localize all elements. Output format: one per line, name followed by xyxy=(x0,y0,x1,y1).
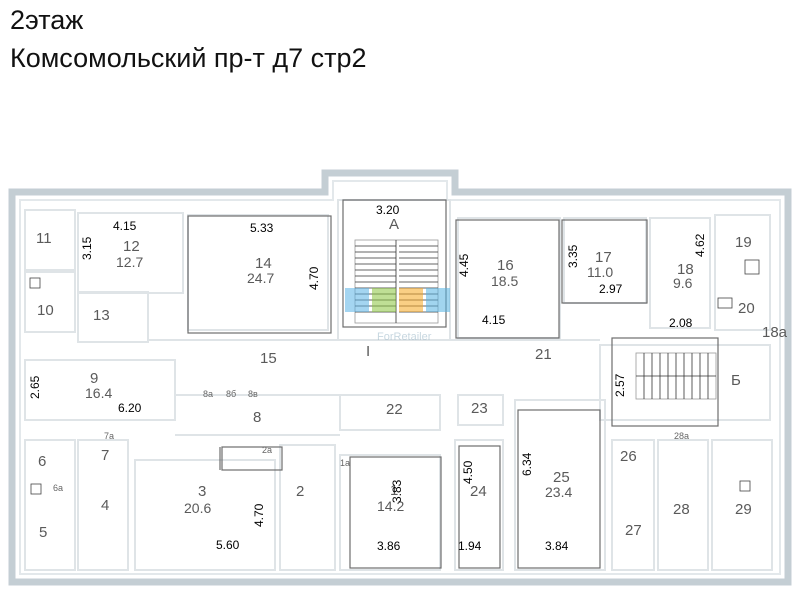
address-title: Комсомольский пр-т д7 стр2 xyxy=(10,43,367,73)
room-6-label: 6 xyxy=(38,453,46,470)
dim-room18-height: 4.62 xyxy=(693,233,707,257)
room-8a-label: 8а xyxy=(203,389,213,399)
room-7a-label: 7а xyxy=(104,431,114,441)
room-12-label: 12 xyxy=(123,238,140,255)
watermark-logo: ForRetailer xyxy=(345,288,450,343)
room-12-area: 12.7 xyxy=(116,254,143,270)
dimension-labels: 4.15 5.33 3.20 4.15 2.97 2.08 6.20 5.60 … xyxy=(113,203,693,553)
room-26-label: 26 xyxy=(620,448,637,465)
room-15-label: 15 xyxy=(260,350,277,367)
room-2a-label: 2а xyxy=(262,445,272,455)
dim-room16-height: 4.45 xyxy=(457,253,471,277)
watermark-cake-tile xyxy=(399,288,423,312)
room-17-area: 11.0 xyxy=(587,264,613,280)
dim-room12-width: 4.15 xyxy=(113,219,137,233)
dim-room14-width: 5.33 xyxy=(250,221,274,235)
room-28-label: 28 xyxy=(673,501,690,518)
room-18-label: 18 xyxy=(677,261,694,278)
room-29-label: 29 xyxy=(735,501,752,518)
dim-room3-width: 5.60 xyxy=(216,538,240,552)
dim-room1-height: 3.83 xyxy=(390,479,404,503)
room-21-label: 21 xyxy=(535,346,552,363)
room-5-label: 5 xyxy=(39,524,47,541)
dim-room18-width: 2.08 xyxy=(669,316,693,330)
watermark-hanger-tile xyxy=(426,288,450,312)
room-2-label: 2 xyxy=(296,483,304,500)
outer-walls xyxy=(8,169,792,586)
dimension-labels-vertical: 3.15 4.70 4.45 3.35 4.62 2.65 2.57 4.50 … xyxy=(28,233,707,527)
room-10-label: 10 xyxy=(37,302,54,319)
room-20-label: 20 xyxy=(738,300,755,317)
floor-title: 2этаж xyxy=(10,5,84,35)
room-1a-label: 1а xyxy=(340,458,350,468)
room-8-label: 8 xyxy=(253,409,261,426)
room-27-label: 27 xyxy=(625,522,642,539)
dim-stair-b-height: 2.57 xyxy=(613,373,627,397)
watermark-cart-tile xyxy=(345,288,369,312)
room-1-area: 14.2 xyxy=(377,498,404,514)
room-8v-label: 8в xyxy=(248,389,258,399)
dim-room16-width: 4.15 xyxy=(482,313,506,327)
room-walls xyxy=(24,199,773,571)
dim-room3-height: 4.70 xyxy=(252,503,266,527)
stair-a-label: А xyxy=(389,216,399,233)
room-19-label: 19 xyxy=(735,234,752,251)
room-4-label: 4 xyxy=(101,497,109,514)
room-24-label: 24 xyxy=(470,483,487,500)
room-18-area: 9.6 xyxy=(673,275,693,291)
room-14-area: 24.7 xyxy=(247,270,274,286)
watermark-phone-tile xyxy=(372,288,396,312)
room-22-label: 22 xyxy=(386,401,403,418)
room-numbers: 11 12 14 А 16 17 18 19 20 10 13 15 I 21 … xyxy=(36,216,788,541)
subroom-labels: 8а 8б 8в 7а 2а 1а 6а 28а xyxy=(53,389,689,493)
dim-room14-height: 4.70 xyxy=(307,266,321,290)
room-11-label: 11 xyxy=(36,230,52,247)
dim-room17-height: 3.35 xyxy=(566,244,580,268)
dim-room12-height: 3.15 xyxy=(80,236,94,260)
dim-room24-height: 4.50 xyxy=(461,460,475,484)
room-18a-label: 18а xyxy=(762,324,788,341)
room-3-area: 20.6 xyxy=(184,500,211,516)
room-6a-label: 6а xyxy=(53,483,63,493)
room-25-area: 23.4 xyxy=(545,484,572,500)
room-23-label: 23 xyxy=(471,400,488,417)
room-8b-label: 8б xyxy=(226,389,236,399)
room-7-label: 7 xyxy=(101,447,109,464)
room-28a-label: 28а xyxy=(674,431,689,441)
watermark-text: ForRetailer xyxy=(377,331,432,343)
dim-room17-width: 2.97 xyxy=(599,282,623,296)
stair-b xyxy=(635,352,717,400)
room-areas: 12.7 24.7 18.5 11.0 9.6 16.4 20.6 14.2 2… xyxy=(85,254,693,516)
dim-room1-width: 3.86 xyxy=(377,539,401,553)
dim-room25-width: 3.84 xyxy=(545,539,569,553)
small-fixtures xyxy=(29,259,760,495)
stair-b-label: Б xyxy=(731,372,741,389)
dim-room9-width: 6.20 xyxy=(118,401,142,415)
dim-room9-height: 2.65 xyxy=(28,375,42,399)
room-9-area: 16.4 xyxy=(85,385,112,401)
room-17-label: 17 xyxy=(595,249,612,266)
corridor-i-label: I xyxy=(366,343,370,360)
dim-stair-a-width: 3.20 xyxy=(376,203,400,217)
room-3-label: 3 xyxy=(198,483,206,500)
room-borders xyxy=(187,199,719,569)
dim-room25-height: 6.34 xyxy=(520,452,534,476)
room-13-label: 13 xyxy=(93,307,110,324)
room-16-area: 18.5 xyxy=(491,273,518,289)
room-16-label: 16 xyxy=(497,257,514,274)
dim-room24-width: 1.94 xyxy=(458,539,482,553)
room-9-label: 9 xyxy=(90,370,98,387)
room-14-label: 14 xyxy=(255,255,272,272)
room-1-label: 1 xyxy=(390,482,398,499)
room-25-label: 25 xyxy=(553,469,570,486)
